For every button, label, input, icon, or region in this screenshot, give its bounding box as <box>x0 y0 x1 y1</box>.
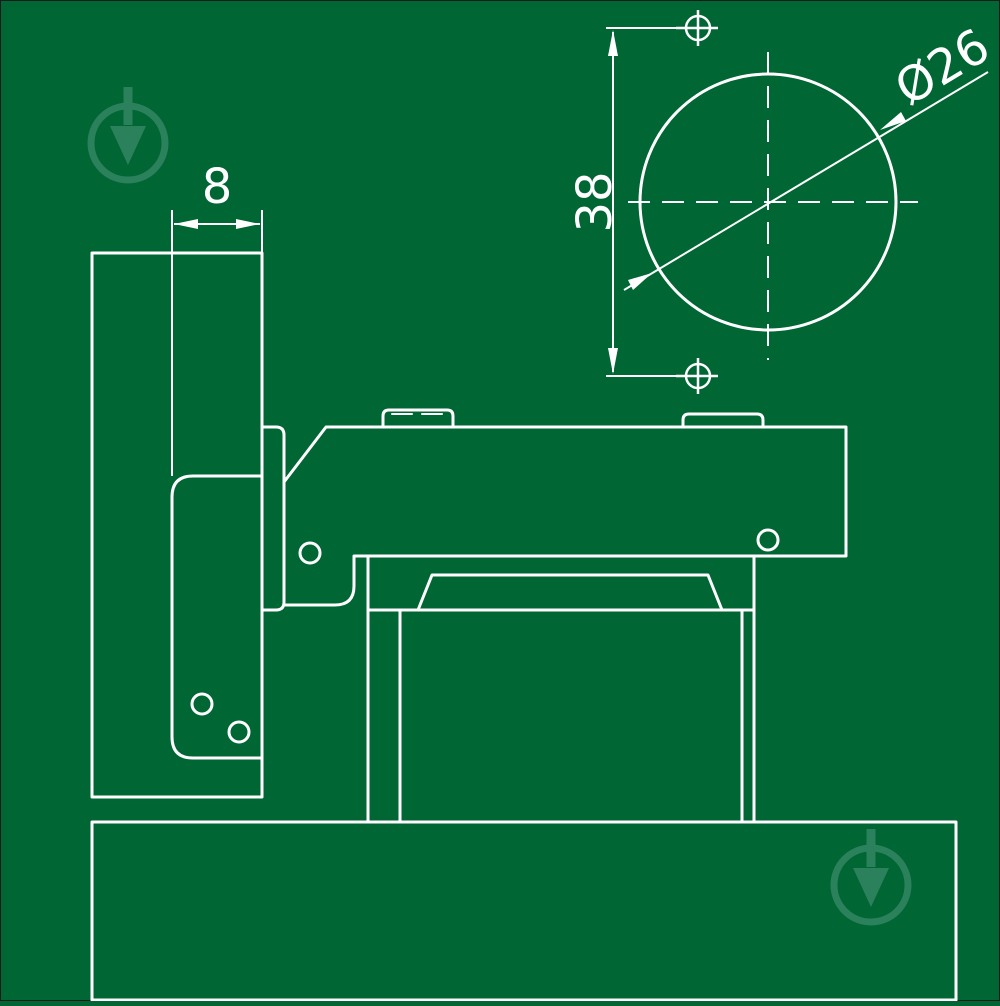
adjustment-screw-front <box>381 408 455 429</box>
mounting-plate-clip <box>416 573 724 612</box>
dimension-8 <box>171 210 263 476</box>
arm-pivot-hole <box>298 541 322 565</box>
dim-diameter-arrow-upper <box>880 112 906 130</box>
dim-8-arrow-right <box>236 219 260 229</box>
adjustment-screw-rear <box>681 412 765 429</box>
dim-38-label: 38 <box>567 171 623 232</box>
dim-diameter-line <box>623 71 989 291</box>
dimension-38 <box>606 27 686 377</box>
door-panel <box>90 251 264 799</box>
dim-diameter-arrow-lower <box>628 273 652 290</box>
cup-screw-hole-upper <box>190 692 214 716</box>
dimension-diameter <box>623 71 989 291</box>
dim-38-arrow-top <box>608 30 618 56</box>
watermark-logo-right <box>830 829 912 926</box>
hinge-cup-outline <box>170 474 264 760</box>
arm-rivet-hole <box>756 528 780 552</box>
mounting-plate-sides <box>366 554 756 824</box>
hinge-arm <box>282 425 848 607</box>
dim-38-arrow-bottom <box>608 348 618 374</box>
cabinet-side-panel <box>90 820 958 1002</box>
dim-8-label: 8 <box>202 159 233 215</box>
dim-8-arrow-left <box>174 219 198 229</box>
mounting-plate-inner <box>398 608 744 824</box>
hinge-cup-flange <box>260 425 286 612</box>
cup-screw-hole-lower <box>227 720 251 744</box>
watermark-logo-left <box>87 87 169 184</box>
